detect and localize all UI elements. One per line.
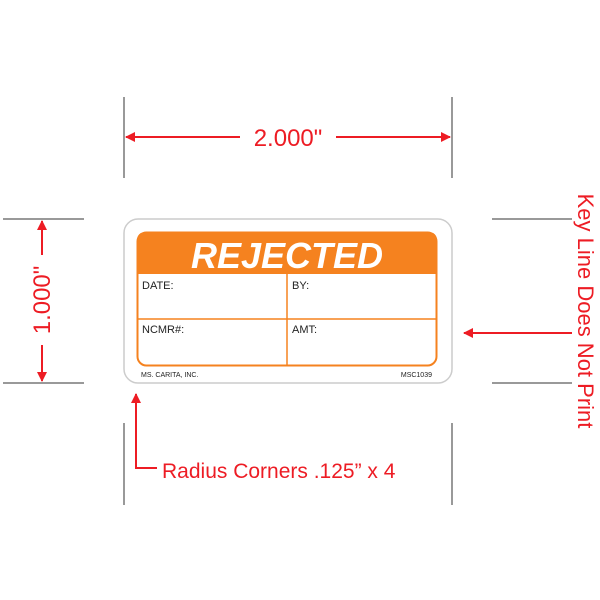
extension-lines <box>3 97 572 505</box>
field-by: BY: <box>292 280 309 292</box>
radius-arrow <box>131 393 157 469</box>
field-amt: AMT: <box>292 324 317 336</box>
field-ncmr: NCMR#: <box>142 324 184 336</box>
rejected-label: REJECTED DATE: BY: NCMR#: AMT: MS. CARIT… <box>123 218 453 384</box>
product-code: MSC1039 <box>401 372 432 379</box>
radius-note: Radius Corners .125” x 4 <box>162 460 396 483</box>
width-label: 2.000" <box>254 125 323 152</box>
height-label: 1.000" <box>29 266 56 335</box>
field-date: DATE: <box>142 280 174 292</box>
key-line-note: Key Line Does Not Print <box>573 194 598 429</box>
label-title: REJECTED <box>191 235 383 276</box>
company-name: MS. CARITA, INC. <box>141 372 198 379</box>
header-bar <box>137 232 437 274</box>
field-dividers <box>137 274 437 366</box>
